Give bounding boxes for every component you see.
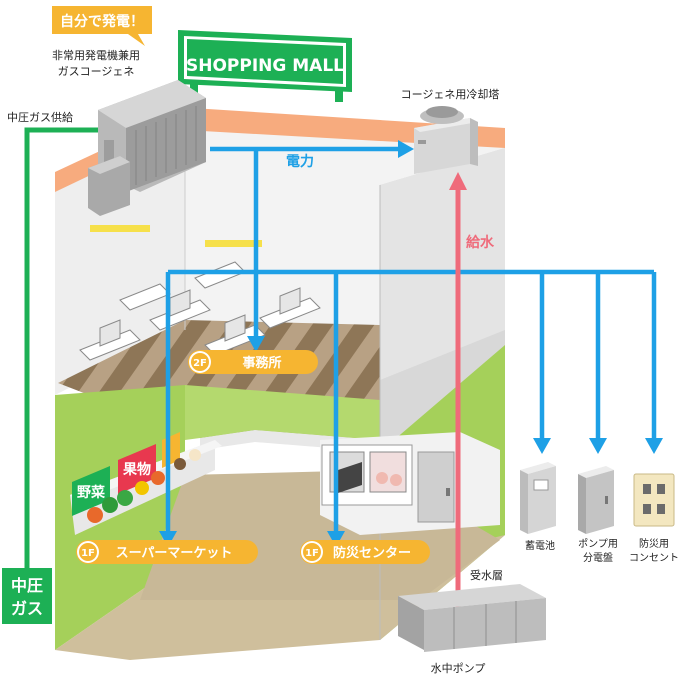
- pump-label: 水中ポンプ: [431, 662, 486, 675]
- gas-supply-label: 中圧ガス供給: [7, 110, 73, 124]
- callout-text: 自分で発電！: [60, 13, 144, 30]
- tank-label: 受水層: [470, 569, 503, 582]
- ceiling-light-1: [90, 225, 150, 232]
- outlet-label-2: コンセント: [629, 552, 679, 564]
- cooling-tower-label: コージェネ用冷却塔: [401, 88, 500, 101]
- produce-shelf-icon: 野菜 果物: [70, 432, 222, 535]
- ceiling-light-2: [205, 240, 262, 247]
- badge-disaster-center-name: 防災センター: [333, 545, 411, 561]
- mall-sign-text: SHOPPING MALL: [186, 56, 344, 76]
- battery-icon: [520, 462, 556, 534]
- gas-box-line1: 中圧: [11, 576, 43, 595]
- badge-disaster-center: 1F 防災センター: [300, 540, 430, 564]
- water-supply-label: 給水: [466, 234, 495, 251]
- badge-supermarket-floor: 1F: [81, 548, 95, 559]
- battery-label: 蓄電池: [525, 539, 555, 552]
- generator-label-1: 非常用発電機兼用: [52, 48, 140, 62]
- callout-self-generation: 自分で発電！: [52, 6, 152, 46]
- outlet-icon: [633, 473, 675, 527]
- water-arrowhead: [449, 172, 467, 190]
- gas-pipe: [24, 127, 98, 570]
- power-arrowheads: [159, 140, 663, 547]
- produce-sign-veg: [72, 466, 110, 516]
- badge-supermarket: 1F スーパーマーケット: [76, 540, 258, 564]
- back-wall-left: [55, 130, 185, 395]
- right-wall-upper-light: [380, 148, 505, 380]
- produce-sign-fruit-text: 果物: [122, 461, 151, 478]
- generator-icon: [88, 80, 206, 216]
- badge-supermarket-name: スーパーマーケット: [116, 546, 233, 561]
- shopping-mall-sign: SHOPPING MALL: [178, 30, 352, 112]
- pump-panel-label-1: ポンプ用: [578, 538, 618, 550]
- outlet-label-1: 防災用: [639, 537, 669, 550]
- badge-office-name: 事務所: [242, 355, 281, 371]
- badge-office-floor: 2F: [193, 358, 207, 369]
- gas-box-line2: ガス: [11, 599, 43, 618]
- generator-label-2: ガスコージェネ: [58, 65, 135, 78]
- switchboard-icon: [578, 466, 614, 534]
- badge-disaster-center-floor: 1F: [305, 548, 319, 559]
- produce-sign-fruit: [118, 444, 156, 494]
- power-lines: [165, 146, 657, 535]
- water-tank-icon: [398, 584, 546, 652]
- badge-office: 2F 事務所: [188, 350, 318, 374]
- disaster-center-room: [320, 432, 500, 535]
- power-label: 電力: [286, 153, 314, 170]
- pump-panel-label-2: 分電盤: [583, 551, 613, 564]
- wall-1f-back: [185, 385, 380, 440]
- produce-sign-veg-text: 野菜: [77, 484, 106, 501]
- cooling-tower-icon: [414, 106, 478, 174]
- gas-box: 中圧 ガス: [2, 568, 52, 624]
